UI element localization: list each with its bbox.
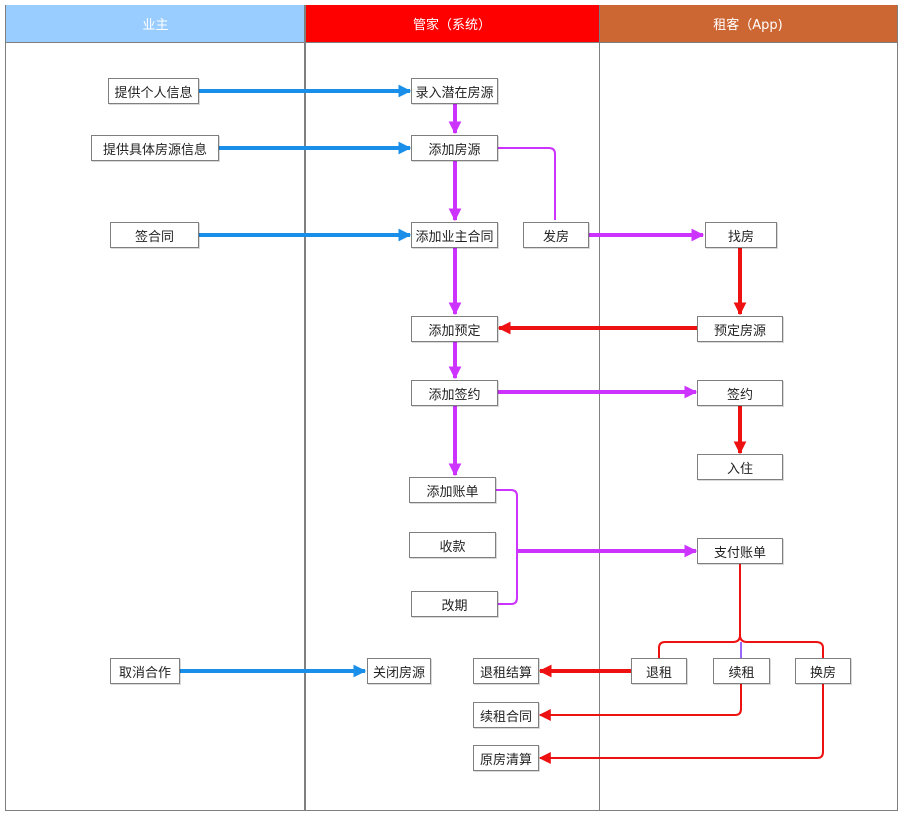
node-checkout-settlement[interactable]: 退租结算 [473, 658, 539, 684]
node-reschedule[interactable]: 改期 [411, 591, 498, 617]
lane-header-tenant: 租客（App) [599, 5, 897, 43]
node-checkout[interactable]: 退租 [631, 658, 687, 684]
lane-divider-steward-tenant [599, 5, 600, 811]
lane-divider-owner-steward [304, 5, 306, 811]
node-provide-personal-info[interactable]: 提供个人信息 [108, 78, 199, 104]
node-cancel-cooperation[interactable]: 取消合作 [110, 658, 180, 684]
node-reserve-property[interactable]: 预定房源 [697, 316, 783, 342]
node-change-property[interactable]: 换房 [795, 658, 851, 684]
node-close-property[interactable]: 关闭房源 [367, 658, 431, 684]
node-original-property-settlement[interactable]: 原房清算 [473, 745, 539, 771]
lane-title-tenant: 租客（App) [713, 18, 783, 33]
node-renewal-contract[interactable]: 续租合同 [473, 702, 539, 728]
node-renew[interactable]: 续租 [713, 658, 770, 684]
node-enter-potential-property[interactable]: 录入潜在房源 [411, 78, 498, 104]
node-move-in[interactable]: 入住 [697, 454, 783, 480]
edge-change-to-original-settlement [538, 684, 824, 764]
lane-header-owner: 业主 [6, 5, 305, 43]
lane-header-steward: 管家（系统） [305, 5, 599, 43]
node-publish-property[interactable]: 发房 [523, 222, 589, 248]
edge-pay-bill-branch [658, 564, 824, 658]
node-add-reservation[interactable]: 添加预定 [411, 316, 498, 342]
lane-title-owner: 业主 [142, 18, 169, 33]
node-sign[interactable]: 签约 [697, 380, 783, 406]
node-add-owner-contract[interactable]: 添加业主合同 [411, 222, 498, 248]
node-provide-property-info[interactable]: 提供具体房源信息 [91, 135, 219, 161]
node-sign-contract[interactable]: 签合同 [110, 222, 199, 248]
node-add-bill[interactable]: 添加账单 [409, 477, 496, 503]
node-add-signing[interactable]: 添加签约 [411, 380, 498, 406]
edge-add-property-to-publish [498, 147, 556, 220]
node-add-property[interactable]: 添加房源 [411, 135, 498, 161]
node-collect-payment[interactable]: 收款 [409, 532, 496, 558]
edge-renew-to-renewal-contract [538, 684, 742, 721]
edge-bill-bracket [496, 489, 518, 605]
lane-title-steward: 管家（系统） [412, 18, 491, 33]
node-find-property[interactable]: 找房 [705, 222, 777, 248]
node-pay-bill[interactable]: 支付账单 [697, 538, 783, 564]
